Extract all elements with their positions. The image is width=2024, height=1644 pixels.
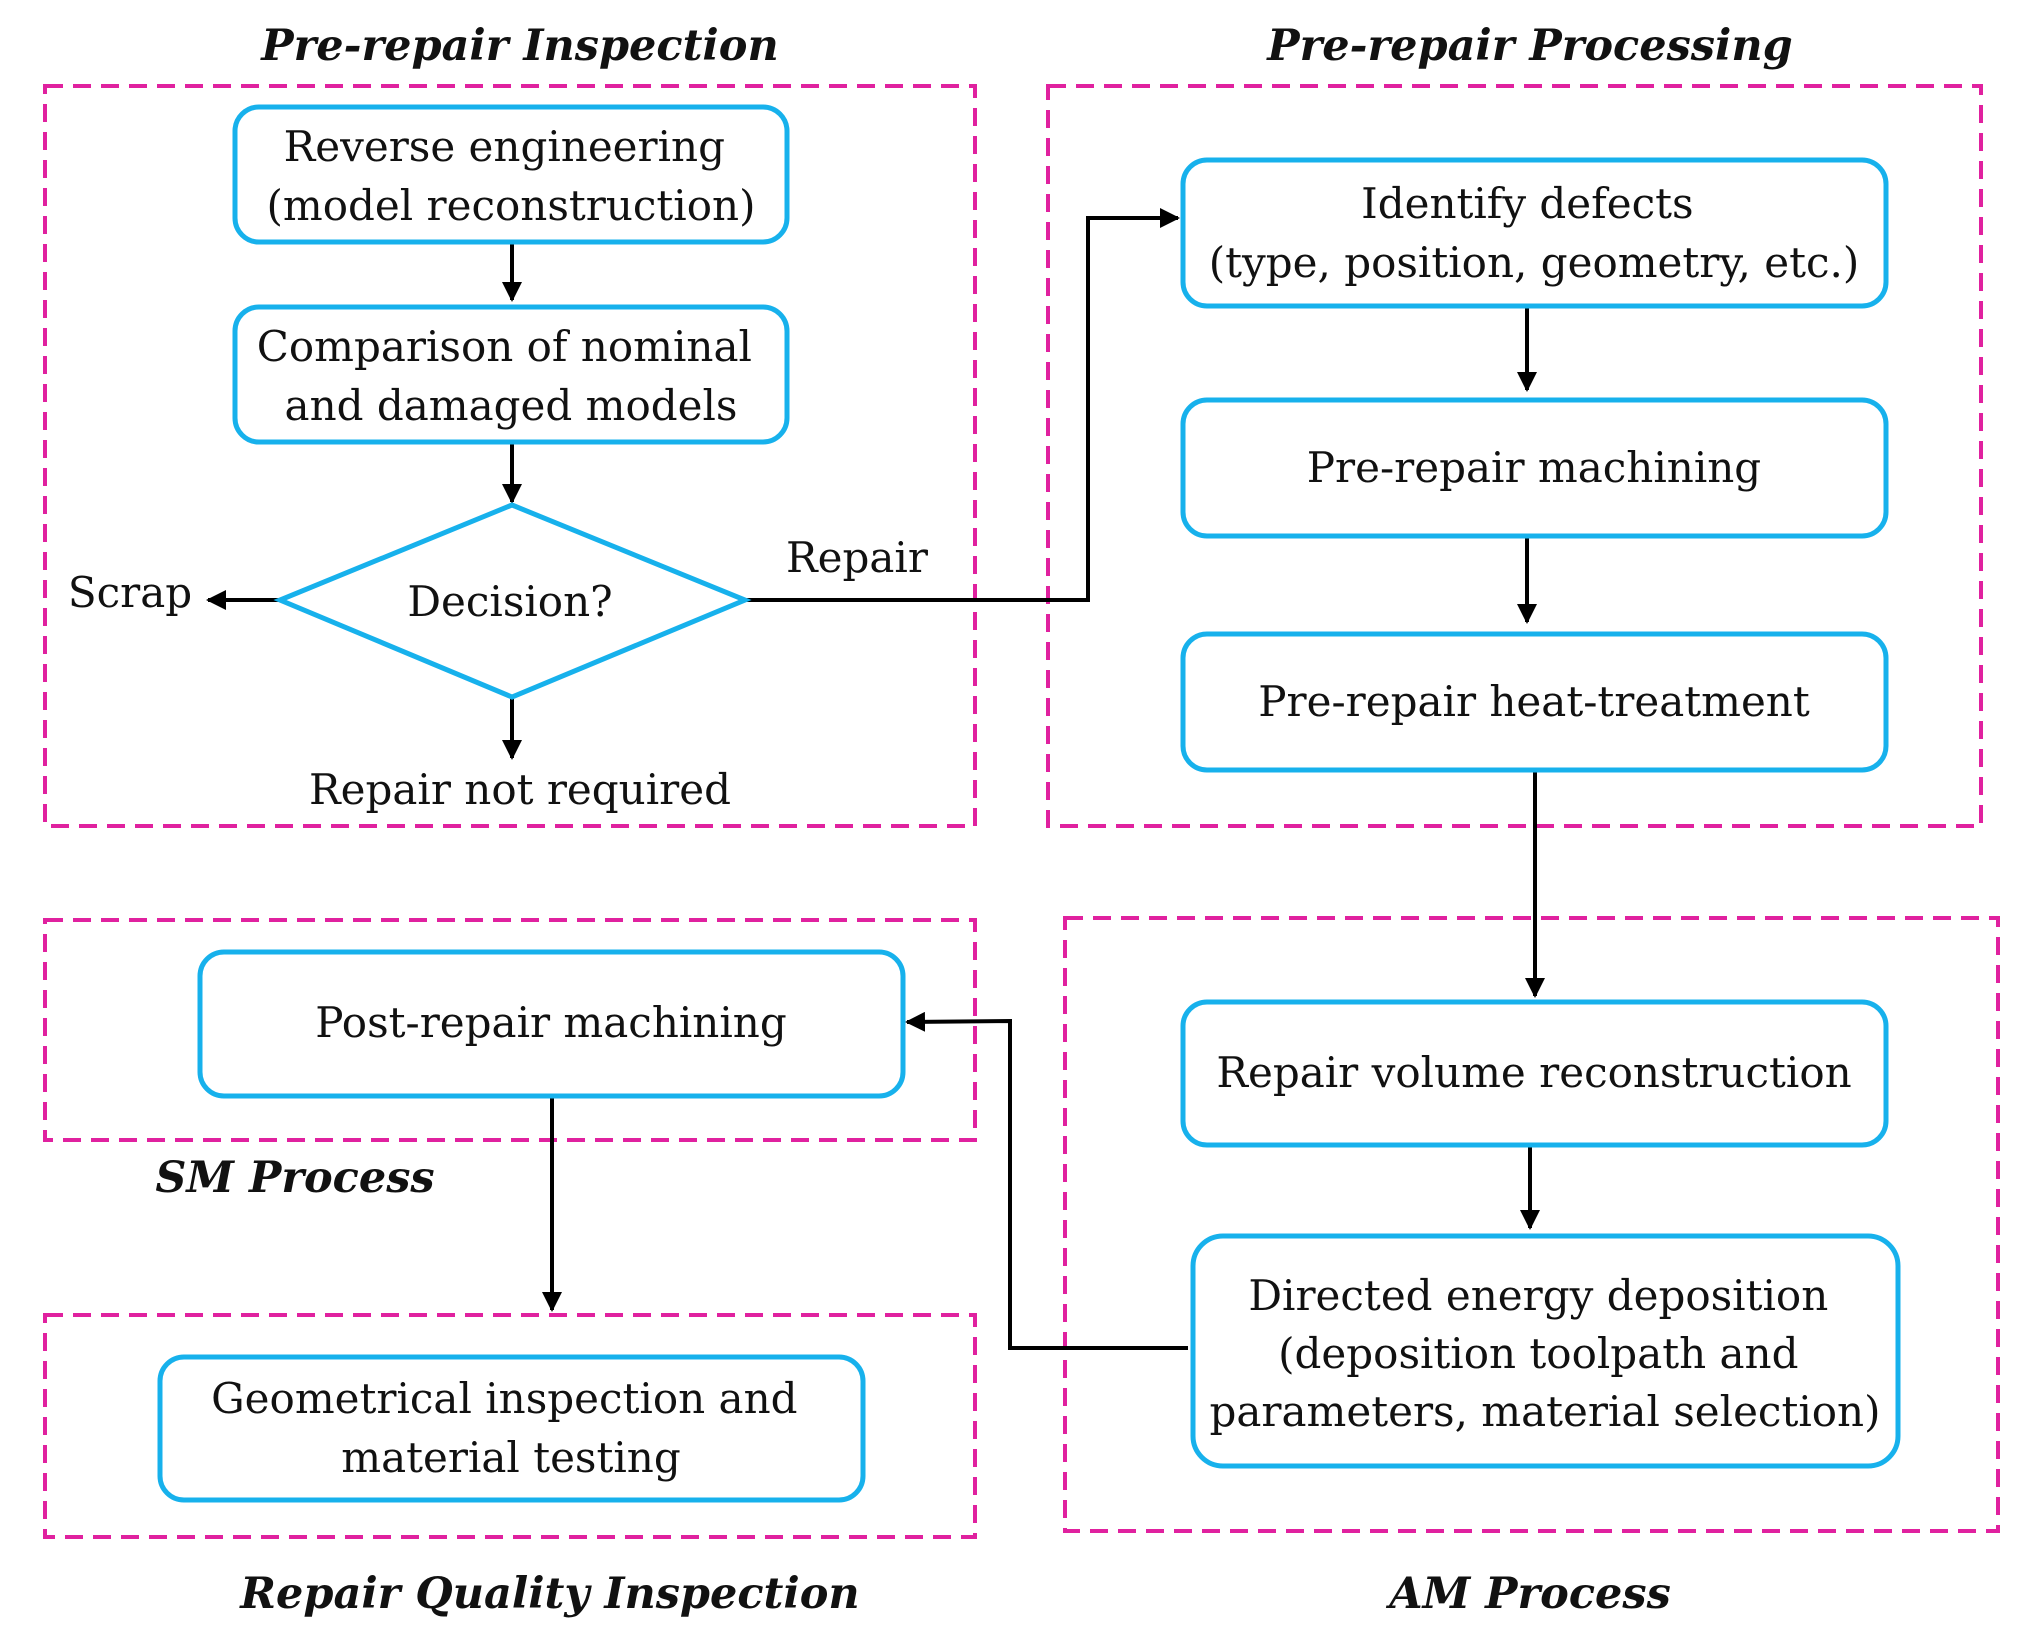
node-decision-label: Decision?: [407, 577, 612, 626]
node-identify-defects: Identify defects (type, position, geomet…: [1180, 157, 1889, 309]
node-post-repair-machining-label: Post-repair machining: [315, 998, 786, 1047]
node-comparison-line-1: Comparison of nominal: [257, 322, 752, 371]
node-pre-repair-machining-label: Pre-repair machining: [1307, 443, 1761, 492]
node-ded-line-2: (deposition toolpath and: [1278, 1329, 1798, 1378]
node-decision: Decision?: [273, 502, 752, 700]
group-title-repair-quality-inspection: Repair Quality Inspection: [238, 1569, 859, 1619]
node-identify-defects-line-2: (type, position, geometry, etc.): [1209, 238, 1859, 287]
edge-ded-to-post-machining: [905, 1011, 1188, 1350]
node-reverse-engineering-line-1: Reverse engineering: [284, 122, 725, 171]
outcome-repair: Repair: [786, 533, 929, 582]
node-pre-repair-heat-treatment-label: Pre-repair heat-treatment: [1258, 677, 1810, 726]
node-repair-volume-reconstruction: Repair volume reconstruction: [1180, 999, 1889, 1148]
node-post-repair-machining: Post-repair machining: [197, 949, 906, 1099]
node-ded-line-3: parameters, material selection): [1210, 1387, 1881, 1436]
svg-text:Geometrical inspection and: Geometrical inspection and material test…: [211, 1374, 811, 1482]
node-comparison-line-2: and damaged models: [285, 381, 738, 430]
group-title-pre-repair-processing: Pre-repair Processing: [1265, 21, 1792, 71]
node-geometrical-inspection: Geometrical inspection and material test…: [157, 1354, 866, 1503]
outcome-scrap: Scrap: [68, 568, 192, 617]
node-directed-energy-deposition: Directed energy deposition (deposition t…: [1190, 1233, 1901, 1469]
node-reverse-engineering-line-2: (model reconstruction): [267, 181, 756, 230]
node-ded-line-1: Directed energy deposition: [1248, 1271, 1828, 1320]
edge-decision-to-identify-defects: [745, 208, 1180, 602]
outcome-repair-not-required: Repair not required: [309, 765, 731, 814]
group-sm-process: [43, 918, 977, 1142]
group-repair-quality-inspection: [43, 1313, 977, 1539]
node-repair-volume-reconstruction-label: Repair volume reconstruction: [1216, 1048, 1851, 1097]
group-title-pre-repair-inspection: Pre-repair Inspection: [259, 21, 778, 71]
svg-text:Comparison of nominal an: Comparison of nominal and damaged models: [257, 322, 766, 430]
node-pre-repair-heat-treatment: Pre-repair heat-treatment: [1180, 631, 1889, 773]
group-pre-repair-processing: [1046, 84, 1983, 828]
svg-text:Directed energy deposition: Directed energy deposition (deposition t…: [1210, 1271, 1881, 1436]
node-pre-repair-machining: Pre-repair machining: [1180, 397, 1889, 539]
svg-text:Reverse engineering (mod: Reverse engineering (model reconstructio…: [267, 122, 756, 230]
group-pre-repair-inspection: [43, 84, 977, 828]
group-title-sm-process: SM Process: [155, 1153, 434, 1203]
svg-text:Identify defects (type,: Identify defects (type, position, geomet…: [1209, 179, 1859, 287]
node-reverse-engineering: Reverse engineering (model reconstructio…: [232, 104, 790, 245]
node-geometrical-inspection-line-2: material testing: [341, 1433, 680, 1482]
group-title-am-process: AM Process: [1385, 1569, 1671, 1619]
node-identify-defects-line-1: Identify defects: [1361, 179, 1693, 228]
group-am-process: [1063, 916, 2000, 1533]
node-comparison: Comparison of nominal and damaged models: [232, 304, 790, 445]
node-geometrical-inspection-line-1: Geometrical inspection and: [211, 1374, 797, 1423]
